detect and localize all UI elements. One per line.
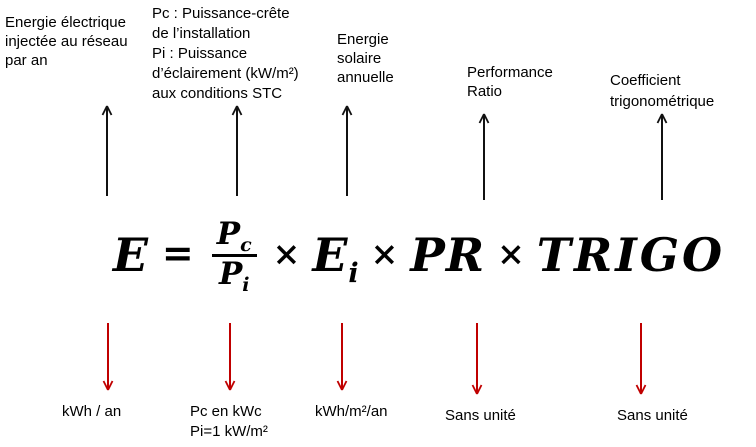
label-unit-sans-unite-pr: Sans unité (445, 407, 516, 424)
label-pc-pi-definition: Pc : Puissance-crête de l’installation P… (152, 5, 299, 102)
arrow-down-icon (471, 323, 483, 395)
label-unit-sans-unite-trigo: Sans unité (617, 407, 688, 424)
arrow-up-icon (101, 105, 113, 196)
arrow-down-icon (102, 323, 114, 391)
formula-equals: = (161, 229, 194, 275)
arrow-up-icon (231, 105, 243, 196)
fraction-numerator: Pc (216, 215, 252, 256)
formula-times-2: × (370, 233, 399, 273)
formula-times-1: × (272, 233, 301, 273)
label-energie-electrique: Energie électrique injectée au réseau pa… (5, 14, 128, 69)
label-performance-ratio: Performance Ratio (467, 64, 553, 100)
label-coefficient-trigonometrique: Coefficient trigonométrique (610, 72, 715, 110)
formula-E: E (112, 228, 148, 282)
arrow-up-icon (341, 105, 353, 196)
formula-PR: PR (410, 228, 486, 282)
label-unit-pc-pi: Pc en kWc Pi=1 kW/m² (190, 403, 268, 440)
arrow-down-icon (224, 323, 236, 391)
label-unit-kwh-an: kWh / an (62, 403, 122, 420)
formula-TRIGO: TRIGO (536, 228, 726, 282)
formula-Ei: Ei (312, 228, 359, 289)
formula-times-3: × (497, 233, 525, 273)
fraction-denominator: Pi (218, 255, 250, 296)
formula-fraction: Pc Pi (211, 215, 257, 296)
arrow-up-icon (656, 113, 668, 200)
fraction-bar (211, 253, 257, 257)
label-unit-kwh-m2-an: kWh/m²/an (315, 403, 388, 420)
formula: E = Pc Pi × Ei × PR × TRIGO (88, 206, 750, 304)
arrow-down-icon (336, 323, 348, 391)
arrow-up-icon (478, 113, 490, 200)
arrow-down-icon (635, 323, 647, 395)
label-energie-solaire: Energie solaire annuelle (337, 31, 394, 86)
